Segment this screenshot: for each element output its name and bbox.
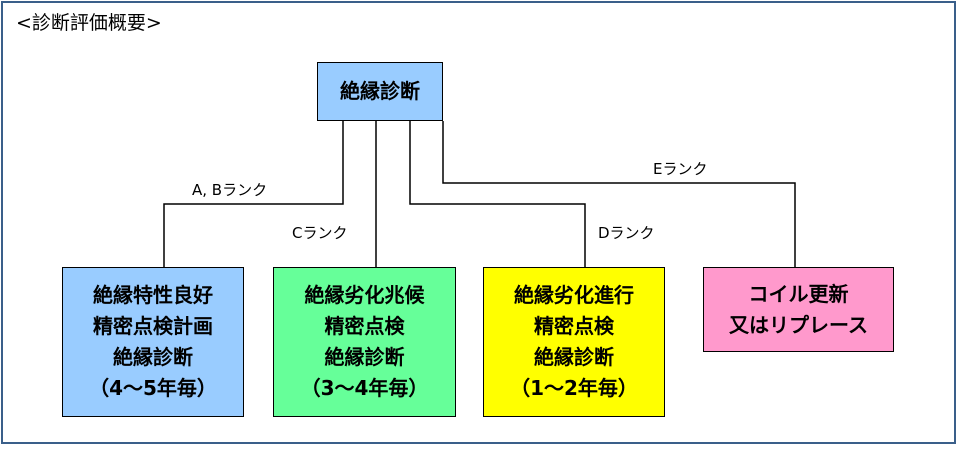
outcome-line: （3～4年毎） (300, 376, 429, 400)
edge-label-d: Dランク (598, 224, 655, 242)
outcome-line: 精密点検 (324, 314, 405, 338)
outcome-line: 絶縁劣化兆候 (304, 283, 425, 307)
outcome-line: （1～2年毎） (510, 376, 638, 400)
outcome-line: 絶縁診断 (534, 345, 614, 369)
connector-d (409, 121, 586, 267)
outcome-node-ab: 絶縁特性良好 精密点検計画 絶縁診断 （4～5年毎） (62, 267, 244, 417)
root-node: 絶縁診断 (317, 62, 443, 121)
outcome-line: 絶縁劣化進行 (514, 283, 634, 307)
outcome-line: 精密点検計画 (93, 314, 213, 338)
edge-label-c: Cランク (292, 224, 348, 242)
outcome-line: 精密点検 (534, 314, 614, 338)
connector-ab (163, 121, 344, 267)
outcome-line: （4～5年毎） (89, 376, 217, 400)
outcome-node-d: 絶縁劣化進行 精密点検 絶縁診断 （1～2年毎） (483, 267, 665, 417)
outcome-node-c: 絶縁劣化兆候 精密点検 絶縁診断 （3～4年毎） (273, 267, 456, 417)
edge-label-ab: A, Bランク (192, 181, 268, 199)
outcome-line: 絶縁診断 (324, 345, 405, 369)
outcome-line: 絶縁特性良好 (93, 283, 213, 307)
outcome-line: 又はリプレース (729, 312, 868, 337)
diagram-heading: <診断評価概要> (16, 12, 162, 34)
connector-e (442, 121, 796, 267)
edge-label-e: Eランク (653, 160, 708, 178)
outcome-node-e: コイル更新 又はリプレース (703, 267, 894, 352)
outcome-line: コイル更新 (748, 281, 849, 306)
outcome-line: 絶縁診断 (113, 345, 193, 369)
root-node-label: 絶縁診断 (340, 79, 420, 103)
